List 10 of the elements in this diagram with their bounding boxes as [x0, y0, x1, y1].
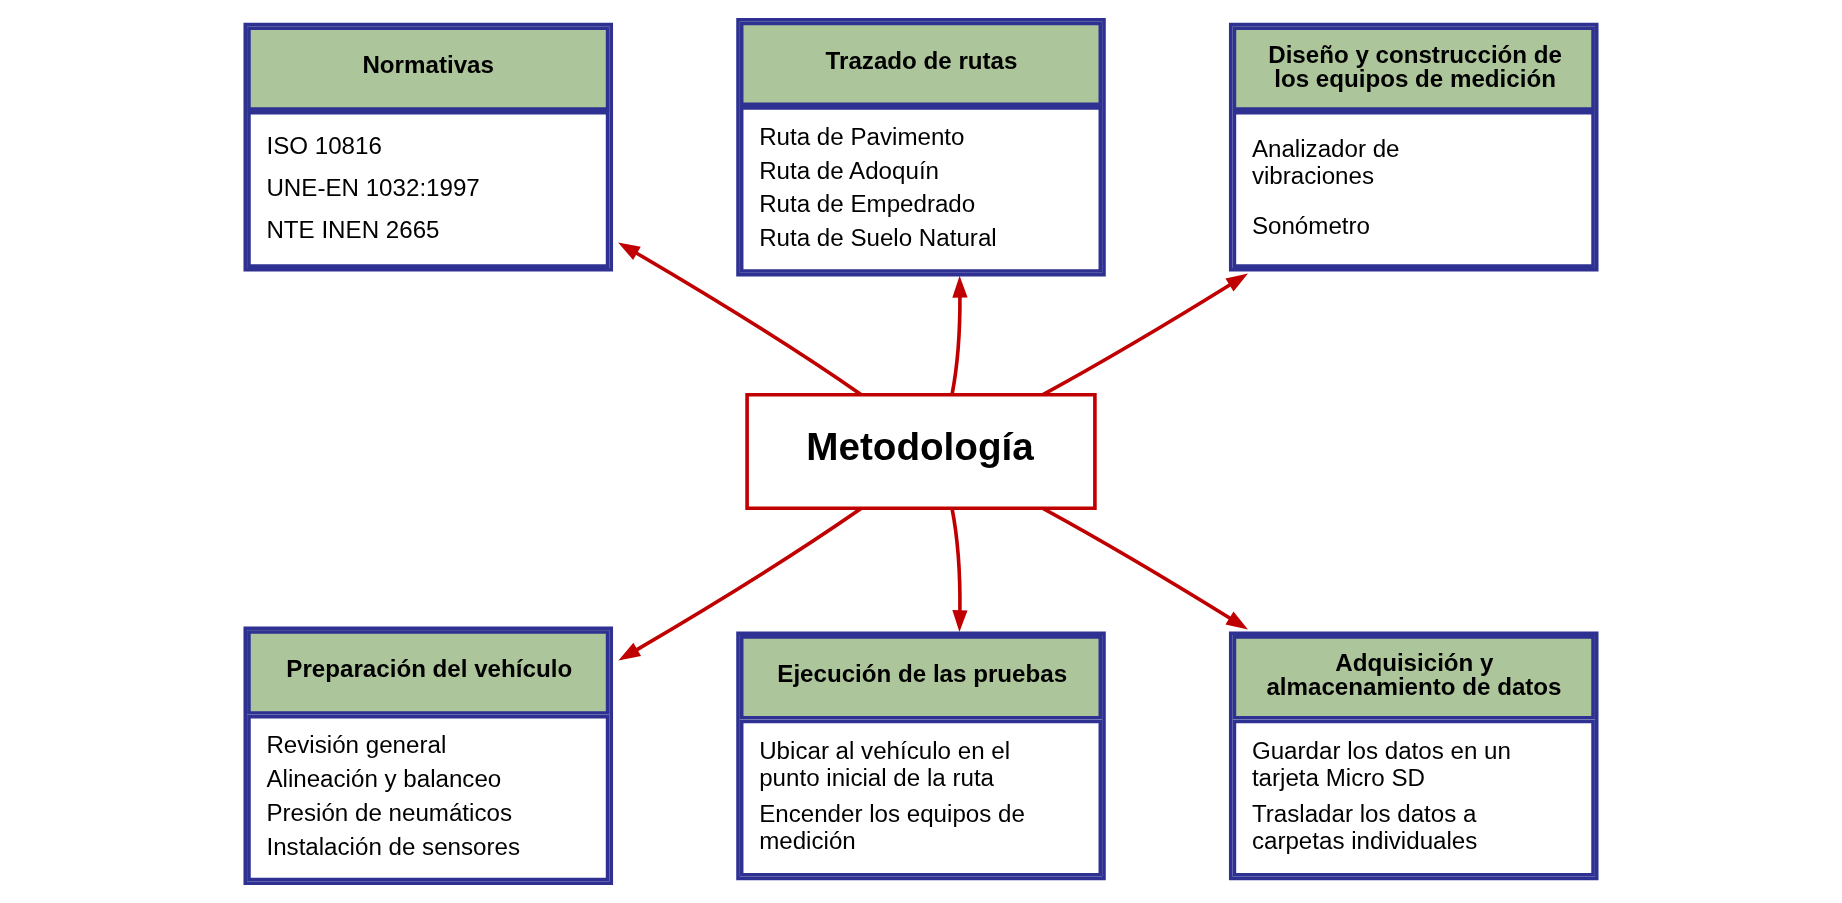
node-box: Preparación del vehículo Revisión general Alineación y balanceo Presión de neumáticos Instalación de sensores — [243, 626, 614, 886]
node-box: Diseño y construcción de los equipos de medición Analizador de vibraciones Sonómetro — [1228, 22, 1599, 272]
node-box: Metodología — [745, 392, 1097, 511]
arrow — [950, 275, 968, 395]
arrow — [1042, 506, 1248, 630]
arrow — [950, 508, 968, 633]
node-box: Adquisición y almacenamiento de datos Guardar los datos en un tarjeta Micro SD Trasladar los datos a carpetas individuales — [1228, 631, 1599, 881]
node-box: Normativas ISO 10816 UNE-EN 1032:1997 NTE INEN 2665 — [243, 22, 614, 272]
arrow — [1042, 273, 1248, 397]
arrow — [618, 242, 863, 397]
